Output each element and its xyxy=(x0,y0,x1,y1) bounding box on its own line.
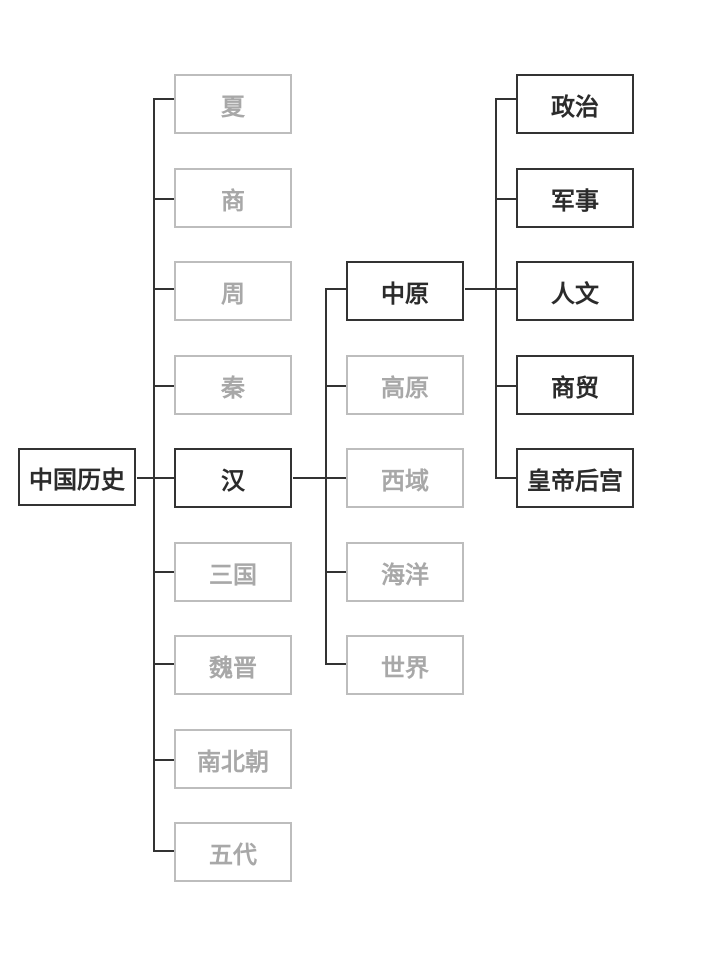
node-label: 商 xyxy=(221,186,245,215)
connector-dynasty-branch xyxy=(153,759,175,761)
node-topic-huangdi-hougong[interactable]: 皇帝后宫 xyxy=(516,448,634,508)
node-label: 三国 xyxy=(209,560,257,589)
node-label: 政治 xyxy=(551,92,599,121)
node-label: 中原 xyxy=(381,279,429,308)
connector-topic-branch xyxy=(495,288,517,290)
node-label: 海洋 xyxy=(381,560,429,589)
node-label: 中国历史 xyxy=(29,465,125,494)
connector-region-branch xyxy=(325,477,347,479)
node-dynasty-zhou[interactable]: 周 xyxy=(174,261,292,321)
node-region-shijie[interactable]: 世界 xyxy=(346,635,464,695)
node-root[interactable]: 中国历史 xyxy=(18,448,136,506)
node-label: 夏 xyxy=(221,92,245,121)
connector-dynasty-branch xyxy=(153,385,175,387)
node-label: 军事 xyxy=(551,186,599,215)
node-label: 皇帝后宫 xyxy=(527,466,623,495)
node-label: 汉 xyxy=(221,466,245,495)
connector-dynasty-branch xyxy=(153,571,175,573)
connector-topic-branch xyxy=(495,198,517,200)
connector-region-spine xyxy=(325,288,327,665)
node-label: 高原 xyxy=(381,373,429,402)
node-topic-zhengzhi[interactable]: 政治 xyxy=(516,74,634,134)
node-topic-junshi[interactable]: 军事 xyxy=(516,168,634,228)
connector-dynasty-branch xyxy=(153,850,175,852)
connector-dynasty-branch xyxy=(153,477,175,479)
node-label: 人文 xyxy=(551,279,599,308)
connector-topic-branch xyxy=(495,477,517,479)
node-region-xiyu[interactable]: 西域 xyxy=(346,448,464,508)
connector-zhongyuan-out xyxy=(465,288,496,290)
node-dynasty-sanguo[interactable]: 三国 xyxy=(174,542,292,602)
node-dynasty-han[interactable]: 汉 xyxy=(174,448,292,508)
connector-dynasty-branch xyxy=(153,288,175,290)
node-topic-renwen[interactable]: 人文 xyxy=(516,261,634,321)
node-dynasty-wudai[interactable]: 五代 xyxy=(174,822,292,882)
node-label: 五代 xyxy=(209,840,257,869)
connector-region-branch xyxy=(325,385,347,387)
connector-dynasty-branch xyxy=(153,198,175,200)
connector-region-branch xyxy=(325,571,347,573)
node-topic-shangmao[interactable]: 商贸 xyxy=(516,355,634,415)
connector-region-branch xyxy=(325,288,347,290)
connector-topic-branch xyxy=(495,385,517,387)
node-region-zhongyuan[interactable]: 中原 xyxy=(346,261,464,321)
node-dynasty-nanbeichao[interactable]: 南北朝 xyxy=(174,729,292,789)
node-dynasty-xia[interactable]: 夏 xyxy=(174,74,292,134)
node-region-gaoyuan[interactable]: 高原 xyxy=(346,355,464,415)
node-label: 秦 xyxy=(221,373,245,402)
node-dynasty-weijin[interactable]: 魏晋 xyxy=(174,635,292,695)
node-label: 魏晋 xyxy=(209,653,257,682)
node-dynasty-qin[interactable]: 秦 xyxy=(174,355,292,415)
connector-topic-branch xyxy=(495,98,517,100)
node-label: 西域 xyxy=(381,466,429,495)
node-label: 商贸 xyxy=(551,373,599,402)
node-label: 周 xyxy=(221,279,245,308)
connector-dynasty-spine xyxy=(153,98,155,852)
connector-region-branch xyxy=(325,663,347,665)
node-region-haiyang[interactable]: 海洋 xyxy=(346,542,464,602)
connector-han-out xyxy=(293,477,326,479)
node-dynasty-shang[interactable]: 商 xyxy=(174,168,292,228)
node-label: 世界 xyxy=(381,653,429,682)
connector-dynasty-branch xyxy=(153,98,175,100)
connector-dynasty-branch xyxy=(153,663,175,665)
connector-root-out xyxy=(137,477,154,479)
node-label: 南北朝 xyxy=(197,747,269,776)
